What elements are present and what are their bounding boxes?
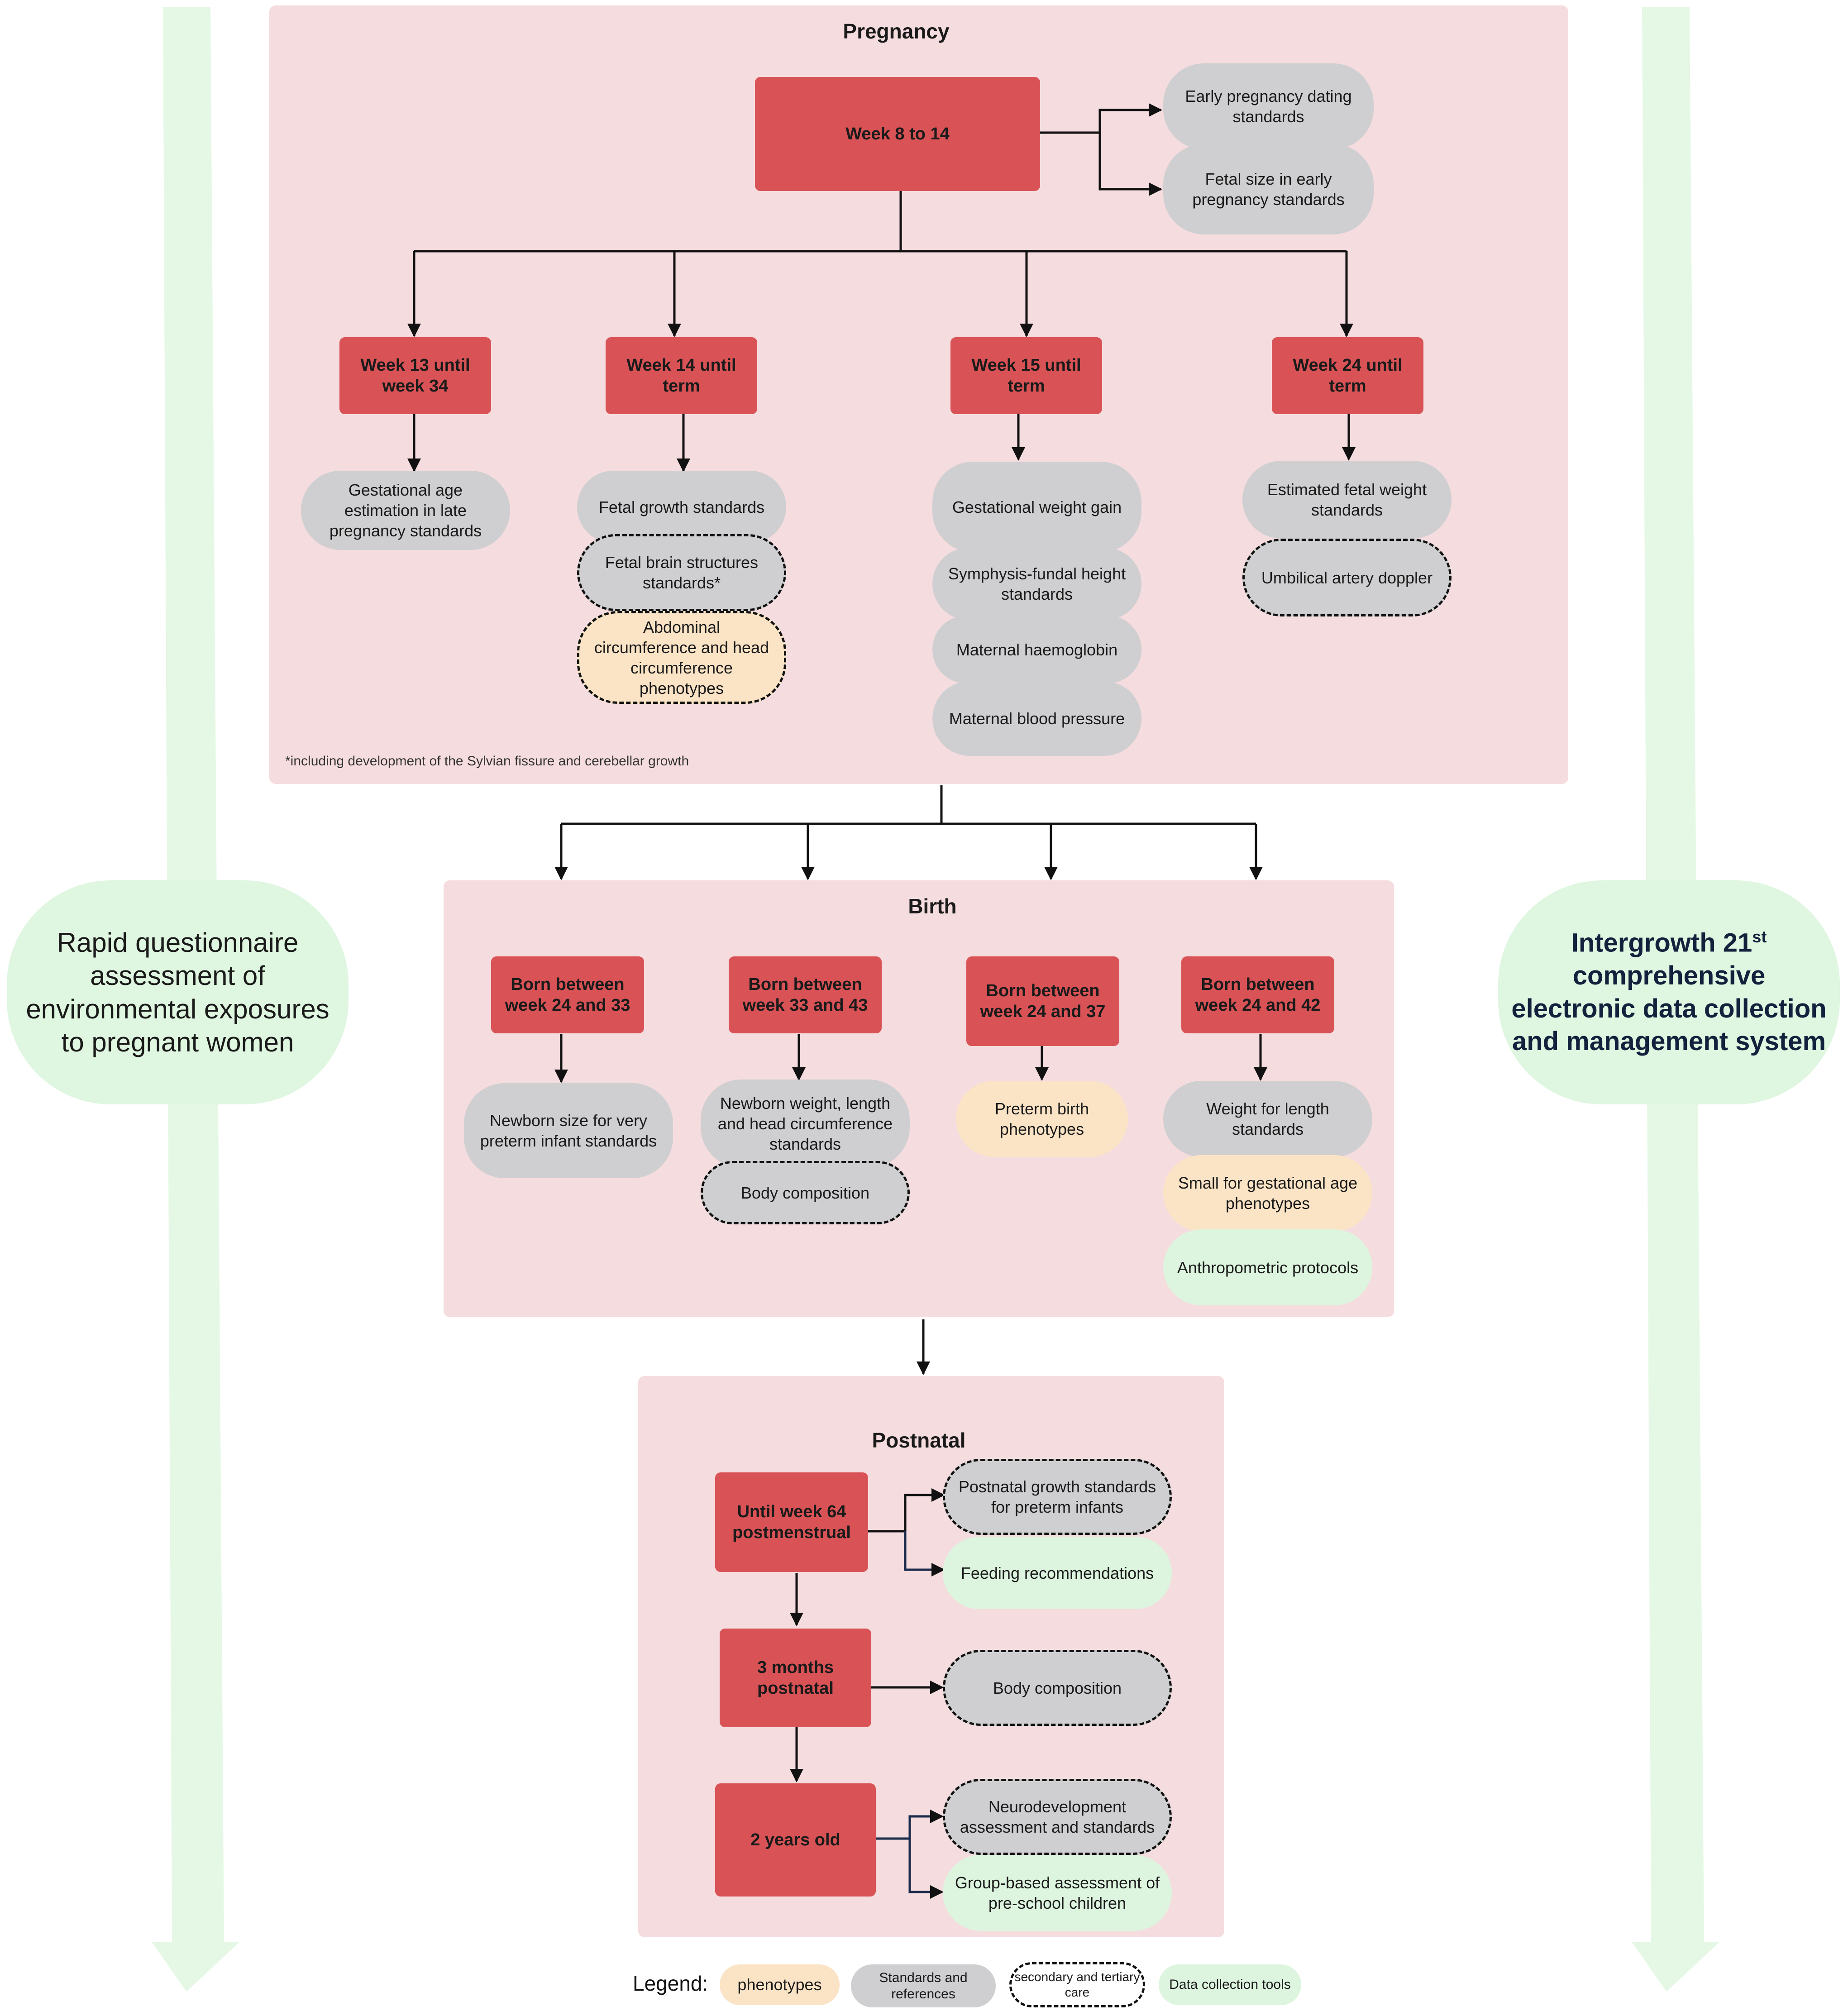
estimated-fetal-weight-standards: Estimated fetal weight standards	[1242, 461, 1452, 539]
group-based-assessment: Group-based assessment of pre-school chi…	[943, 1855, 1172, 1931]
legend-secondary-care: secondary and tertiary care	[1009, 1962, 1145, 2007]
left-side-questionnaire: Rapid questionnaire assessment of enviro…	[7, 880, 349, 1104]
fetal-size-early-standards: Fetal size in early pregnancy standards	[1163, 144, 1374, 234]
left-side-text: Rapid questionnaire assessment of enviro…	[26, 927, 329, 1057]
fetal-growth-standards: Fetal growth standards	[577, 471, 786, 543]
stage-week-8-14: Week 8 to 14	[755, 77, 1040, 191]
pregnancy-title: Pregnancy	[843, 19, 950, 43]
fetal-brain-standards: Fetal brain structures standards*	[577, 534, 786, 611]
legend-phenotypes: phenotypes	[720, 1964, 840, 2005]
preterm-birth-phenotypes: Preterm birth phenotypes	[956, 1081, 1128, 1157]
stage-until-week-64: Until week 64 postmenstrual	[715, 1472, 868, 1572]
umbilical-artery-doppler: Umbilical artery doppler	[1242, 539, 1452, 616]
connector	[904, 1531, 945, 1576]
maternal-haemoglobin: Maternal haemoglobin	[932, 616, 1141, 683]
connector	[1039, 103, 1162, 134]
connector	[908, 1839, 944, 1899]
right-side-prefix: Intergrowth 21	[1571, 928, 1752, 958]
newborn-size-very-preterm-standards: Newborn size for very preterm infant sta…	[464, 1083, 673, 1178]
gestational-weight-gain: Gestational weight gain	[932, 462, 1141, 552]
postnatal-body-composition: Body composition	[943, 1650, 1172, 1726]
symphysis-fundal-height-standards: Symphysis-fundal height standards	[932, 548, 1141, 620]
stage-born-24-33: Born between week 24 and 33	[491, 956, 644, 1033]
newborn-weight-length-head-standards: Newborn weight, length and head circumfe…	[701, 1080, 910, 1168]
birth-body-composition: Body composition	[701, 1161, 910, 1224]
connector	[868, 1488, 945, 1533]
gestational-age-late-standards: Gestational age estimation in late pregn…	[301, 471, 510, 550]
stage-born-24-37: Born between week 24 and 37	[966, 956, 1119, 1046]
feeding-recommendations: Feeding recommendations	[943, 1537, 1172, 1609]
stage-week-13-34: Week 13 until week 34	[339, 337, 491, 414]
weight-for-length-standards: Weight for length standards	[1163, 1081, 1372, 1157]
right-side-rest: comprehensive electronic data collection…	[1511, 961, 1827, 1056]
neurodevelopment-standards: Neurodevelopment assessment and standard…	[943, 1779, 1172, 1855]
stage-week-14-term: Week 14 until term	[606, 337, 757, 414]
connector	[1098, 133, 1162, 196]
stage-week-24-term: Week 24 until term	[1272, 337, 1423, 414]
stage-born-24-42: Born between week 24 and 42	[1181, 956, 1334, 1033]
sga-phenotypes: Small for gestational age phenotypes	[1163, 1155, 1372, 1231]
anthropometric-protocols: Anthropometric protocols	[1163, 1229, 1372, 1305]
birth-title: Birth	[908, 894, 957, 918]
legend-label: Legend:	[633, 1972, 708, 1995]
connector	[876, 1810, 944, 1840]
abdominal-head-circumference-phenotypes: Abdominal circumference and head circumf…	[577, 611, 786, 704]
stage-3-months: 3 months postnatal	[720, 1629, 871, 1727]
stage-born-33-43: Born between week 33 and 43	[729, 956, 882, 1033]
stage-week-15-term: Week 15 until term	[950, 337, 1102, 414]
legend-standards: Standards and references	[851, 1964, 996, 2007]
right-side-data-system: Intergrowth 21st comprehensive electroni…	[1498, 880, 1840, 1104]
right-side-sup: st	[1752, 927, 1767, 946]
early-dating-standards: Early pregnancy dating standards	[1163, 63, 1374, 149]
pregnancy-footnote: *including development of the Sylvian fi…	[285, 754, 689, 769]
maternal-blood-pressure: Maternal blood pressure	[932, 681, 1141, 756]
stage-2-years: 2 years old	[715, 1783, 876, 1897]
postnatal-growth-preterm-standards: Postnatal growth standards for preterm i…	[943, 1459, 1172, 1535]
postnatal-title: Postnatal	[872, 1428, 966, 1452]
legend-data-tools: Data collection tools	[1159, 1964, 1301, 2005]
